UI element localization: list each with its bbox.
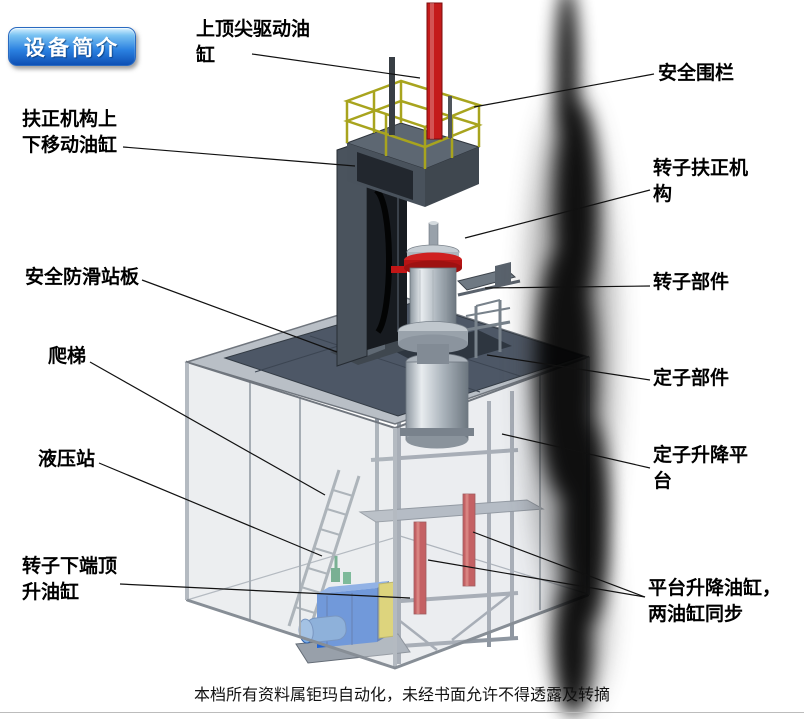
- label-antislip-platform: 安全防滑站板: [25, 266, 140, 288]
- label-rotor-centering: 转子扶正机 构: [653, 157, 749, 206]
- stator-stack: [400, 353, 474, 449]
- smoke-artifact: [526, 0, 614, 715]
- rotor-centering-arm: [457, 262, 521, 297]
- title-badge-label: 设备简介: [24, 35, 120, 60]
- leader-antislip-platform: [141, 279, 338, 353]
- footer-copyright: 本档所有资料属钜玛自动化，未经书面允许不得透露及转摘: [193, 685, 610, 704]
- label-rotor-jack-cylinder: 转子下端顶 升油缸: [22, 555, 118, 604]
- top-cylinder-rod: [389, 2, 452, 140]
- leader-safety-fence: [473, 73, 655, 108]
- label-safety-fence: 安全围栏: [658, 62, 735, 84]
- label-stator-part: 定子部件: [653, 367, 730, 389]
- leader-stator-lift-platform: [501, 433, 651, 469]
- bottom-divider: [0, 712, 804, 713]
- label-rotor-part: 转子部件: [653, 271, 730, 293]
- label-platform-lift-cylinders: 平台升降油缸， 两油缸同步: [648, 577, 782, 626]
- rotor-assembly: [391, 221, 521, 364]
- leader-centering-cylinder: [122, 146, 356, 167]
- leader-platform-cylinder-1: [427, 559, 646, 598]
- deck-side-frame: [465, 299, 511, 358]
- label-centering-cylinder: 扶正机构上 下移动油缸: [22, 108, 118, 157]
- label-top-tip-cylinder: 上顶尖驱动油 缸: [196, 18, 311, 67]
- label-stator-lift-platform: 定子升降平 台: [653, 444, 749, 493]
- leader-rotor-jack-cylinder: [119, 583, 411, 599]
- platform-lift-cylinders-graphic: [413, 493, 476, 615]
- leader-rotor-centering: [464, 189, 651, 239]
- label-hydraulic-station: 液压站: [38, 448, 96, 470]
- leader-stator-part: [486, 354, 651, 381]
- leader-platform-cylinder-2: [472, 531, 646, 598]
- press-column: [330, 122, 481, 367]
- leader-top-tip-cylinder: [251, 53, 421, 79]
- leader-rotor-part: [484, 285, 651, 289]
- leader-ladder: [89, 361, 326, 496]
- leader-lines: [89, 53, 655, 599]
- label-ladder: 爬梯: [48, 345, 87, 367]
- title-badge: 设备简介: [8, 27, 136, 66]
- leader-hydraulic-station: [98, 462, 323, 557]
